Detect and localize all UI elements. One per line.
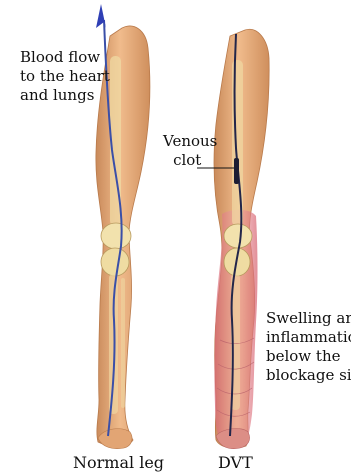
swelling-line-3: below the: [266, 347, 351, 366]
venous-clot-line-2: clot: [157, 151, 217, 170]
blood-flow-line-3: and lungs: [20, 86, 110, 105]
dvt-leg: [214, 29, 269, 448]
blood-flow-line-1: Blood flow: [20, 48, 110, 67]
dvt-caption: DVT: [218, 453, 253, 472]
swelling-label: Swelling and inflammation below the bloc…: [266, 309, 351, 385]
blood-flow-line-2: to the heart: [20, 67, 110, 86]
blood-flow-label: Blood flow to the heart and lungs: [20, 48, 110, 105]
venous-clot-label: Venous clot: [163, 132, 217, 170]
venous-clot-mark: [234, 158, 239, 184]
swelling-line-1: Swelling and: [266, 309, 351, 328]
swelling-line-2: inflammation: [266, 328, 351, 347]
swelling-line-4: blockage site: [266, 366, 351, 385]
normal-leg-caption: Normal leg: [73, 453, 164, 472]
fibula-bone: [121, 278, 125, 408]
dvt-foot: [216, 429, 250, 449]
venous-clot-line-1: Venous: [163, 132, 217, 151]
